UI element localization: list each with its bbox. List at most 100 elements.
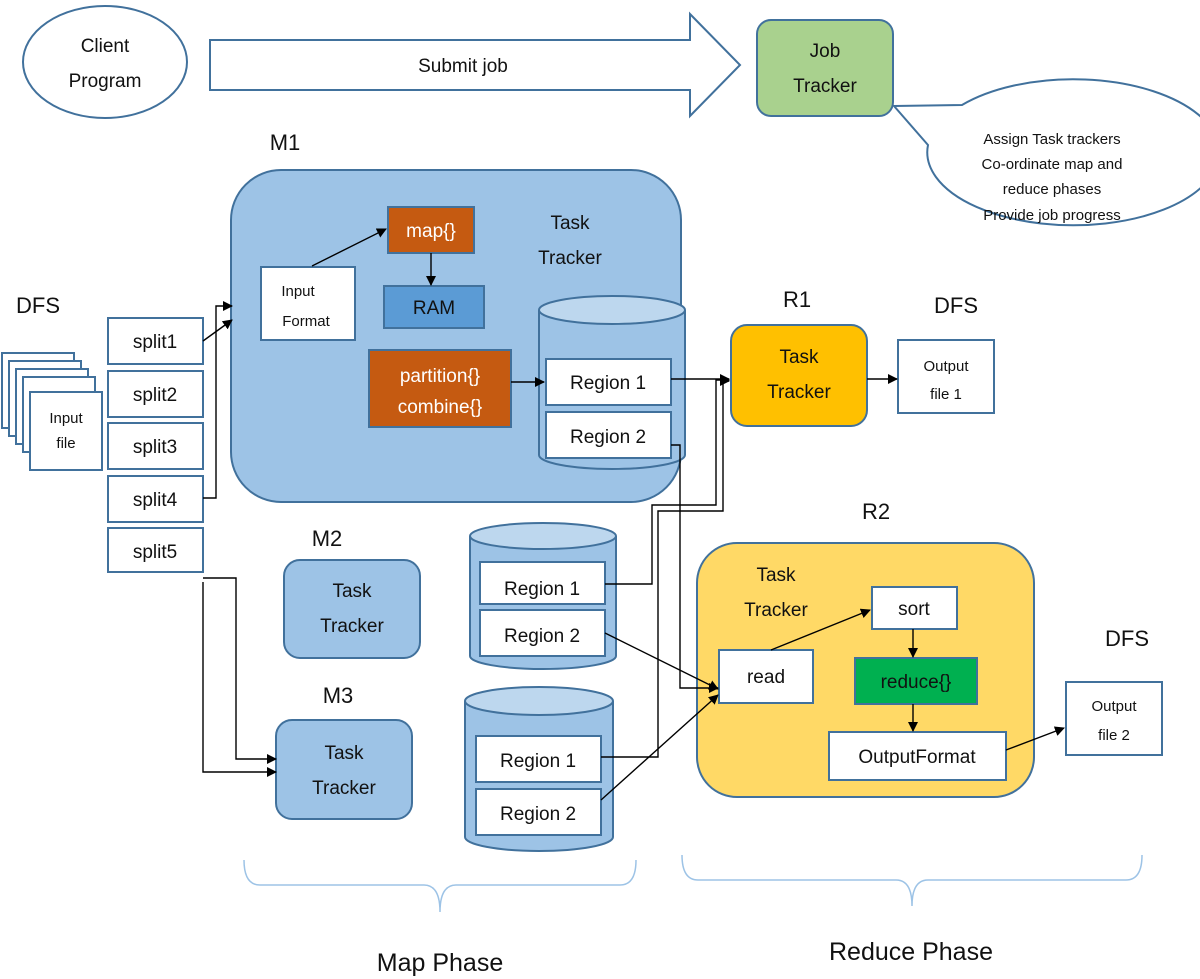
m3-region-2-label: Region 2 bbox=[500, 804, 576, 825]
m2-region-2-label: Region 2 bbox=[504, 626, 580, 647]
client-label-line1: Client bbox=[81, 36, 130, 57]
reduce-label: reduce{} bbox=[881, 672, 952, 693]
m3-tracker-line1: Task bbox=[324, 743, 364, 764]
m3-label: M3 bbox=[323, 683, 354, 708]
split-2: split2 bbox=[107, 370, 204, 418]
edge-split4-inputformat bbox=[203, 301, 233, 499]
edge-m2region2-read bbox=[604, 632, 719, 690]
m3-tracker-line2: Tracker bbox=[312, 778, 376, 799]
reduce-phase-brace bbox=[681, 854, 1143, 907]
m2-region-1-label: Region 1 bbox=[504, 579, 580, 600]
m3-region-1: Region 1 bbox=[475, 735, 602, 783]
r2-output-format: OutputFormat bbox=[828, 731, 1007, 781]
output-format-label: OutputFormat bbox=[858, 747, 976, 768]
m2-tracker-line1: Task bbox=[332, 581, 372, 602]
m1-tracker-line2: Tracker bbox=[538, 248, 602, 269]
r2-sort: sort bbox=[871, 586, 958, 630]
m2-label: M2 bbox=[312, 526, 343, 551]
r2-tracker-line2: Tracker bbox=[744, 600, 808, 621]
output2-line1: Output bbox=[1091, 698, 1137, 715]
input-format-line2: Format bbox=[282, 313, 330, 330]
m2-tracker-line2: Tracker bbox=[320, 616, 384, 637]
m1-ram: RAM bbox=[383, 285, 485, 329]
client-program-node: Client Program bbox=[22, 5, 188, 119]
callout-line-4: Provide job progress bbox=[983, 207, 1121, 224]
r2-tracker-line1: Task bbox=[756, 565, 796, 586]
m2-task-tracker: Task Tracker bbox=[283, 559, 421, 659]
m3-region-store: Region 1 Region 2 bbox=[464, 686, 614, 852]
split-4-label: split4 bbox=[133, 490, 178, 511]
dfs-output1-label: DFS bbox=[934, 293, 978, 318]
edge-split1-inputformat bbox=[202, 319, 233, 342]
output2-line2: file 2 bbox=[1098, 727, 1130, 744]
m3-region-1-label: Region 1 bbox=[500, 751, 576, 772]
split-list: split1 split2 split3 split4 split5 bbox=[107, 317, 204, 573]
combine-label: combine{} bbox=[398, 397, 483, 418]
job-tracker-line2: Tracker bbox=[793, 76, 857, 97]
r2-reduce-function: reduce{} bbox=[854, 657, 978, 705]
r1-tracker-line1: Task bbox=[779, 347, 819, 368]
job-tracker-node: Job Tracker bbox=[756, 19, 894, 117]
edge-split-m3-b bbox=[202, 582, 277, 777]
m3-task-tracker: Task Tracker bbox=[275, 719, 413, 820]
reduce-phase-label: Reduce Phase bbox=[829, 938, 993, 966]
dfs-output2-label: DFS bbox=[1105, 626, 1149, 651]
edge-read-sort bbox=[770, 608, 871, 651]
split-1: split1 bbox=[107, 317, 204, 365]
r2-label: R2 bbox=[862, 499, 890, 524]
split-4: split4 bbox=[107, 475, 204, 523]
output-file-1: Output file 1 bbox=[897, 339, 995, 414]
m1-partition-combine: partition{} combine{} bbox=[368, 349, 512, 428]
map-label: map{} bbox=[406, 221, 456, 242]
m2-region-2: Region 2 bbox=[479, 609, 606, 657]
edge-m2region1-r1 bbox=[605, 375, 730, 585]
output-file-2: Output file 2 bbox=[1065, 681, 1163, 756]
input-file-line1: Input bbox=[49, 410, 83, 427]
m2-region-1: Region 1 bbox=[479, 561, 606, 605]
edge-split5-m3 bbox=[203, 577, 277, 764]
map-phase-brace bbox=[243, 859, 637, 913]
m1-tracker-line1: Task bbox=[550, 213, 590, 234]
m1-label: M1 bbox=[270, 130, 301, 155]
r2-read: read bbox=[718, 649, 814, 704]
r1-tracker-line2: Tracker bbox=[767, 382, 831, 403]
input-file-line2: file bbox=[56, 435, 75, 452]
sort-label: sort bbox=[898, 599, 930, 620]
ram-label: RAM bbox=[413, 298, 455, 319]
submit-job-arrow: Submit job bbox=[209, 11, 742, 119]
client-label-line2: Program bbox=[69, 71, 142, 92]
callout-line-1: Assign Task trackers bbox=[983, 131, 1120, 148]
m1-input-format: Input Format bbox=[260, 266, 356, 341]
output1-line1: Output bbox=[923, 358, 969, 375]
split-3-label: split3 bbox=[133, 437, 177, 458]
edge-outputformat-output2 bbox=[1005, 726, 1065, 751]
m1-region-store: Region 1 Region 2 bbox=[538, 295, 686, 470]
input-format-line1: Input bbox=[281, 283, 315, 300]
m2-region-store: Region 1 Region 2 bbox=[469, 522, 617, 670]
m1-region-2-label: Region 2 bbox=[570, 427, 646, 448]
callout-line-3: reduce phases bbox=[1003, 181, 1101, 198]
job-tracker-callout: Assign Task trackers Co-ordinate map and… bbox=[891, 78, 1200, 227]
output1-line2: file 1 bbox=[930, 386, 962, 403]
read-label: read bbox=[747, 667, 785, 688]
split-3: split3 bbox=[107, 422, 204, 470]
input-file-stack: Input file bbox=[1, 352, 103, 471]
split-5: split5 bbox=[107, 527, 204, 573]
submit-job-label: Submit job bbox=[418, 56, 508, 77]
r1-label: R1 bbox=[783, 287, 811, 312]
m3-region-2: Region 2 bbox=[475, 788, 602, 836]
edge-inputformat-map bbox=[311, 228, 387, 267]
partition-label: partition{} bbox=[400, 366, 480, 387]
m1-region-1: Region 1 bbox=[545, 358, 672, 406]
callout-line-2: Co-ordinate map and bbox=[982, 156, 1123, 173]
map-phase-label: Map Phase bbox=[377, 949, 503, 977]
job-tracker-line1: Job bbox=[810, 41, 841, 62]
r1-task-tracker: Task Tracker bbox=[730, 324, 868, 427]
m1-map-function: map{} bbox=[387, 206, 475, 254]
m1-region-1-label: Region 1 bbox=[570, 373, 646, 394]
m1-region-2: Region 2 bbox=[545, 411, 672, 459]
split-2-label: split2 bbox=[133, 385, 177, 406]
edge-m3region2-read bbox=[600, 694, 719, 801]
